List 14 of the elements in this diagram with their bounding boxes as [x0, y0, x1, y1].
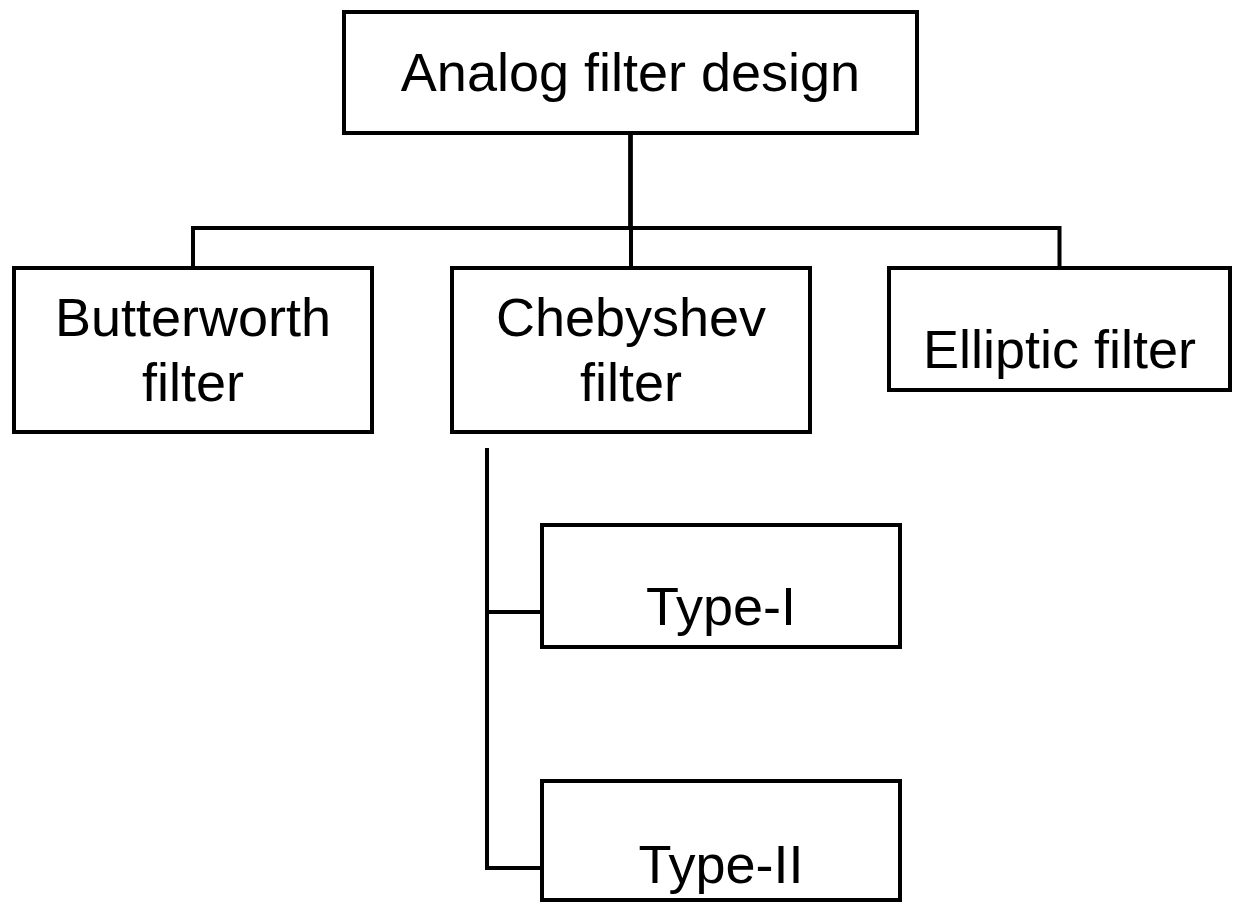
box-label: Type-I: [645, 574, 797, 638]
category-box: [887, 266, 1232, 392]
box-label: Type-II: [638, 833, 804, 897]
box-label: Chebyshev filter: [494, 286, 768, 414]
box-label: Elliptic filter: [922, 317, 1197, 381]
connector-line: [485, 448, 540, 870]
category-box: [450, 266, 812, 434]
box-label: Butterworth filter: [53, 286, 333, 414]
category-box: [12, 266, 374, 434]
category-box: [342, 10, 919, 135]
category-box: [540, 779, 902, 902]
box-label: Analog filter design: [400, 41, 861, 105]
category-box: [540, 523, 902, 649]
connector-line: [628, 135, 1062, 266]
